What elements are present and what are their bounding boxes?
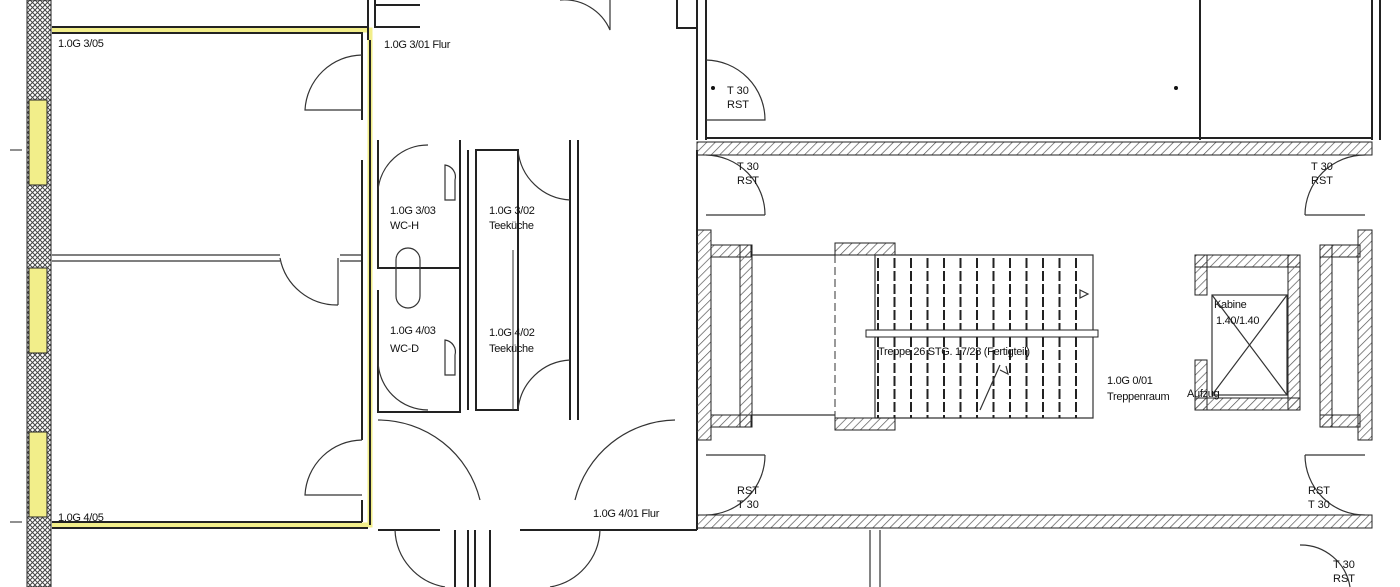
door-swing: [304, 439, 363, 496]
stair-label: Treppe 26 STG. 17/28 (Fertigteil): [878, 346, 1030, 358]
door-rating: RST: [1333, 573, 1355, 585]
teekueche-1-name: Teeküche: [489, 220, 534, 232]
treppenraum-id: 1.0G 0/01: [1107, 375, 1153, 387]
door-swing: [279, 257, 339, 306]
door-rating: RST: [1311, 175, 1333, 187]
door-rating: T 30: [1333, 559, 1355, 571]
stair-handrail: [865, 329, 1099, 338]
elevator-cabin: [1211, 294, 1288, 396]
exterior-wall-left: [10, 0, 52, 587]
stairwell: [696, 141, 1373, 587]
teekueche-2-id: 1.0G 4/02: [489, 327, 535, 339]
wc-h-id: 1.0G 3/03: [390, 205, 436, 217]
door-swing: [304, 54, 363, 111]
cabin-label: Kabine: [1214, 299, 1247, 311]
cabin-size: 1.40/1.40: [1216, 315, 1259, 327]
corridor-4-01-label: 1.0G 4/01 Flur: [593, 508, 660, 520]
window: [28, 267, 48, 354]
wc-d-name: WC-D: [390, 343, 419, 355]
door-rating: T 30: [1311, 161, 1333, 173]
door-rating: RST: [727, 99, 749, 111]
teekueche-2-name: Teeküche: [489, 343, 534, 355]
door-rating: RST: [737, 175, 759, 187]
wc-d-id: 1.0G 4/03: [390, 325, 436, 337]
door-ratings: T 30 RST T 30 RST T 30 RST RST T 30 RST …: [727, 85, 1355, 585]
upper-walls: [367, 0, 1381, 140]
stair-steps: [877, 258, 1077, 418]
door-rating: T 30: [737, 161, 759, 173]
window: [28, 99, 48, 186]
door-rating: T 30: [727, 85, 749, 97]
elevator-label: Aufzug: [1187, 388, 1220, 400]
corridor-3-01-label: 1.0G 3/01 Flur: [384, 39, 451, 51]
room-1-0g-3-05-label: 1.0G 3/05: [58, 38, 104, 50]
door-rating: RST: [1308, 485, 1330, 497]
treppenraum-name: Treppenraum: [1107, 391, 1169, 403]
door-rating: T 30: [1308, 499, 1330, 511]
toilet-icon: [395, 247, 421, 309]
door-rating: T 30: [737, 499, 759, 511]
room-1-0g-4-05-label: 1.0G 4/05: [58, 512, 104, 524]
teekueche-1-id: 1.0G 3/02: [489, 205, 535, 217]
door-rating: RST: [737, 485, 759, 497]
wc-h-name: WC-H: [390, 220, 419, 232]
highlighted-offices: [52, 26, 373, 529]
window: [28, 431, 48, 518]
room-labels: 1.0G 3/05 1.0G 4/05 1.0G 3/01 Flur 1.0G …: [58, 38, 1260, 524]
